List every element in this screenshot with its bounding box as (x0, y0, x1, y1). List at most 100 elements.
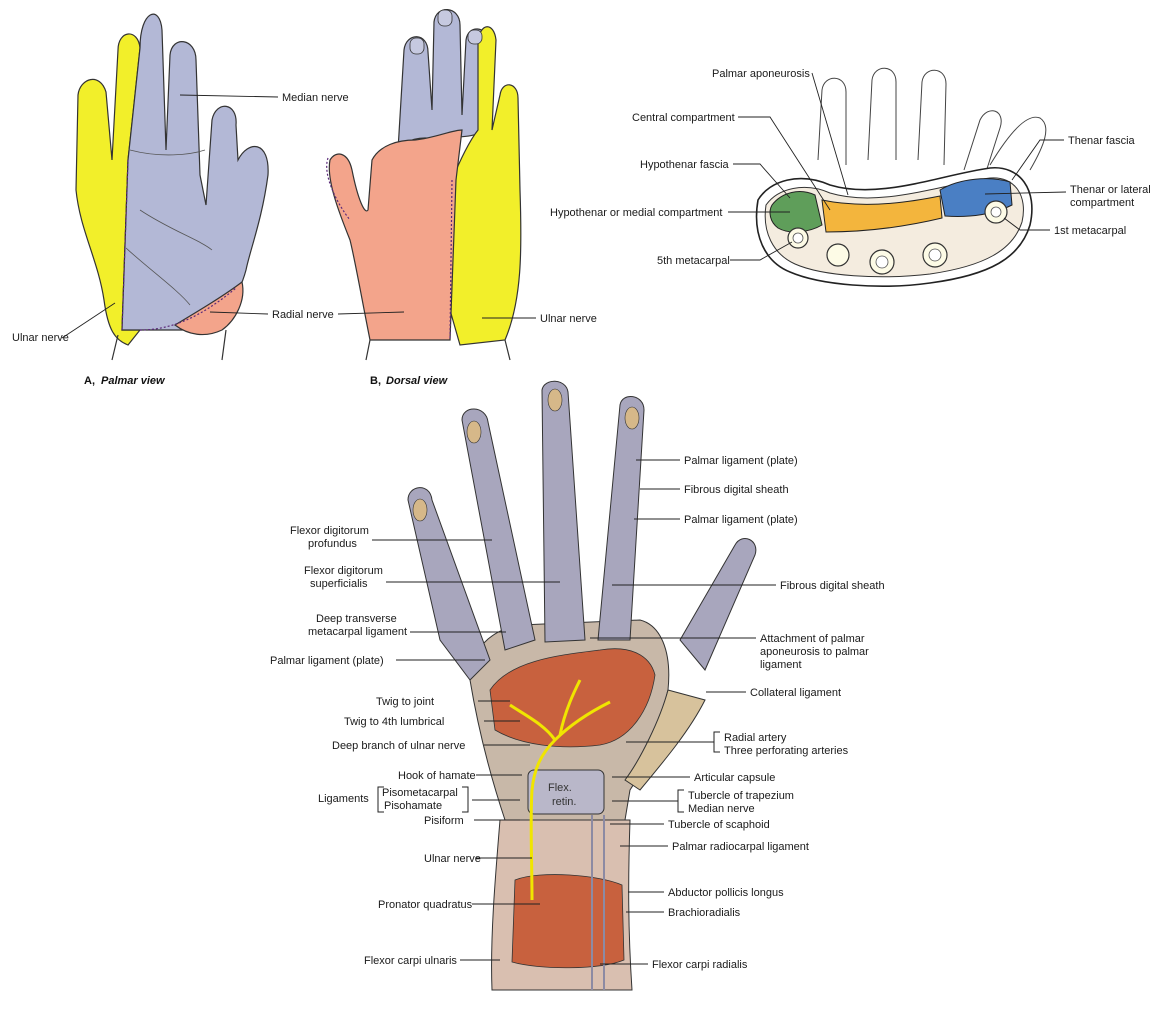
label-radial-artery: Radial artery (724, 732, 787, 744)
label-thenar-compartment-2: compartment (1070, 197, 1134, 209)
label-ulnar-nerve-dorsal: Ulnar nerve (540, 313, 597, 325)
palm-cross-section: Palmar aponeurosis Central compartment H… (550, 67, 1151, 287)
caption-b-letter: B, (370, 375, 381, 387)
nail-shape (547, 388, 563, 412)
label-collateral: Collateral ligament (750, 687, 841, 699)
leader-thenar-compartment (984, 191, 1067, 195)
label-palmar-lig-mid: Palmar ligament (plate) (684, 514, 798, 526)
label-hypothenar-fascia: Hypothenar fascia (640, 159, 730, 171)
label-brachioradialis: Brachioradialis (668, 907, 741, 919)
nail-shape (467, 29, 483, 45)
label-ulnar-nerve-palmar: Ulnar nerve (12, 332, 69, 344)
label-apl: Abductor pollicis longus (668, 887, 784, 899)
palm-dissection: Flex. retin. Flexor digitorum profundus … (270, 380, 885, 991)
label-fifth-metacarpal: 5th metacarpal (657, 255, 730, 267)
label-pisometacarpal: Pisometacarpal (382, 787, 458, 799)
nerve-border-line (449, 179, 453, 341)
caption-a-title: Palmar view (101, 375, 166, 387)
label-central-compartment: Central compartment (632, 112, 735, 124)
flexor-carpi-radialis-tendon (591, 815, 605, 990)
label-hypothenar-compartment: Hypothenar or medial compartment (550, 207, 722, 219)
label-palmar-radiocarpal: Palmar radiocarpal ligament (672, 841, 809, 853)
label-deep-branch-ulnar: Deep branch of ulnar nerve (332, 740, 465, 752)
label-pisiform: Pisiform (424, 815, 464, 827)
nail-shape (466, 420, 482, 444)
label-fds-1: Flexor digitorum (304, 565, 383, 577)
label-dtml-1: Deep transverse (316, 613, 397, 625)
finger-ring (461, 408, 536, 651)
ulnar-nerve-line (509, 679, 611, 901)
label-palmar-aponeurosis: Palmar aponeurosis (712, 68, 810, 80)
nerve-border-line (121, 159, 129, 331)
label-radial-nerve: Radial nerve (272, 309, 334, 321)
metacarpal-4 (826, 243, 850, 267)
label-pronator-quadratus: Pronator quadratus (378, 899, 473, 911)
label-articular-capsule: Articular capsule (694, 772, 775, 784)
label-pisohamate: Pisohamate (384, 800, 442, 812)
label-fdp-1: Flexor digitorum (290, 525, 369, 537)
label-median-nerve: Median nerve (282, 92, 349, 104)
panel-b-dorsal-view: Ulnar nerve B, Dorsal view (326, 9, 597, 387)
metacarpal-2-marrow (928, 248, 942, 262)
label-ulnar-nerve-dissection: Ulnar nerve (424, 853, 481, 865)
caption-b-title: Dorsal view (386, 375, 449, 387)
label-fcu: Flexor carpi ulnaris (364, 955, 457, 967)
leader-radial-dorsal (337, 311, 405, 315)
median-territory-palmar (121, 13, 269, 331)
label-hook-hamate: Hook of hamate (398, 770, 476, 782)
label-fds-2: superficialis (310, 578, 368, 590)
bracket-ligaments (377, 786, 384, 813)
label-twig-joint: Twig to joint (376, 696, 434, 708)
outline-fingers (817, 67, 1002, 176)
nail-shape (409, 37, 425, 55)
label-fibrous-right: Fibrous digital sheath (780, 580, 885, 592)
label-twig-lumbrical: Twig to 4th lumbrical (344, 716, 444, 728)
label-attach-1: Attachment of palmar (760, 633, 865, 645)
label-attach-3: ligament (760, 659, 802, 671)
label-thenar-fascia: Thenar fascia (1068, 135, 1136, 147)
label-palmar-lig-left: Palmar ligament (plate) (270, 655, 384, 667)
label-fdp-2: profundus (308, 538, 357, 550)
label-fcr: Flexor carpi radialis (652, 959, 748, 971)
flexor-retinaculum-text-1: Flex. (548, 782, 572, 794)
label-fibrous-top: Fibrous digital sheath (684, 484, 789, 496)
leader-hypothenar-fascia (733, 163, 791, 199)
label-thenar-compartment-1: Thenar or lateral (1070, 184, 1151, 196)
radial-territory-dorsal (328, 129, 463, 341)
finger-index (597, 396, 645, 641)
label-first-metacarpal: 1st metacarpal (1054, 225, 1126, 237)
leader-radial (209, 311, 269, 315)
leader-ulnar-palmar (61, 302, 116, 339)
leader-thenar-fascia (1011, 139, 1064, 181)
palm-crease-lines (125, 149, 213, 306)
bracket-trapezium (677, 789, 684, 813)
label-palmar-lig-top: Palmar ligament (plate) (684, 455, 798, 467)
metacarpal-3-marrow (875, 255, 889, 269)
thumb-distal (679, 537, 757, 671)
leader-fifth-metacarpal (730, 241, 793, 261)
label-tubercle-trapezium: Tubercle of trapezium (688, 790, 794, 802)
leader-first-metacarpal (1003, 217, 1050, 231)
nail-shape (437, 9, 453, 27)
wrist-outline-dorsal (365, 339, 511, 361)
label-dtml-2: metacarpal ligament (308, 626, 407, 638)
label-perforating: Three perforating arteries (724, 745, 849, 757)
wrist-outline-palmar (111, 329, 227, 361)
nerve-border-line (326, 157, 351, 221)
nail-shape (412, 498, 428, 522)
flexor-retinaculum (527, 769, 605, 815)
panel-a-palmar-view: Median nerve Ulnar nerve Radial nerve A,… (12, 13, 349, 387)
nail-shape (624, 406, 640, 430)
label-tubercle-scaphoid: Tubercle of scaphoid (668, 819, 770, 831)
label-ligaments: Ligaments (318, 793, 369, 805)
label-attach-2: aponeurosis to palmar (760, 646, 869, 658)
outline-thumb (989, 116, 1047, 171)
leader-palmar-aponeurosis (811, 72, 849, 196)
bracket-ligaments-right (462, 786, 469, 813)
thumb (624, 689, 706, 791)
metacarpal-5-marrow (792, 232, 804, 244)
leader-median-palmar (179, 94, 279, 98)
nerve-border-line (139, 287, 237, 331)
label-median-nerve-dissection: Median nerve (688, 803, 755, 815)
